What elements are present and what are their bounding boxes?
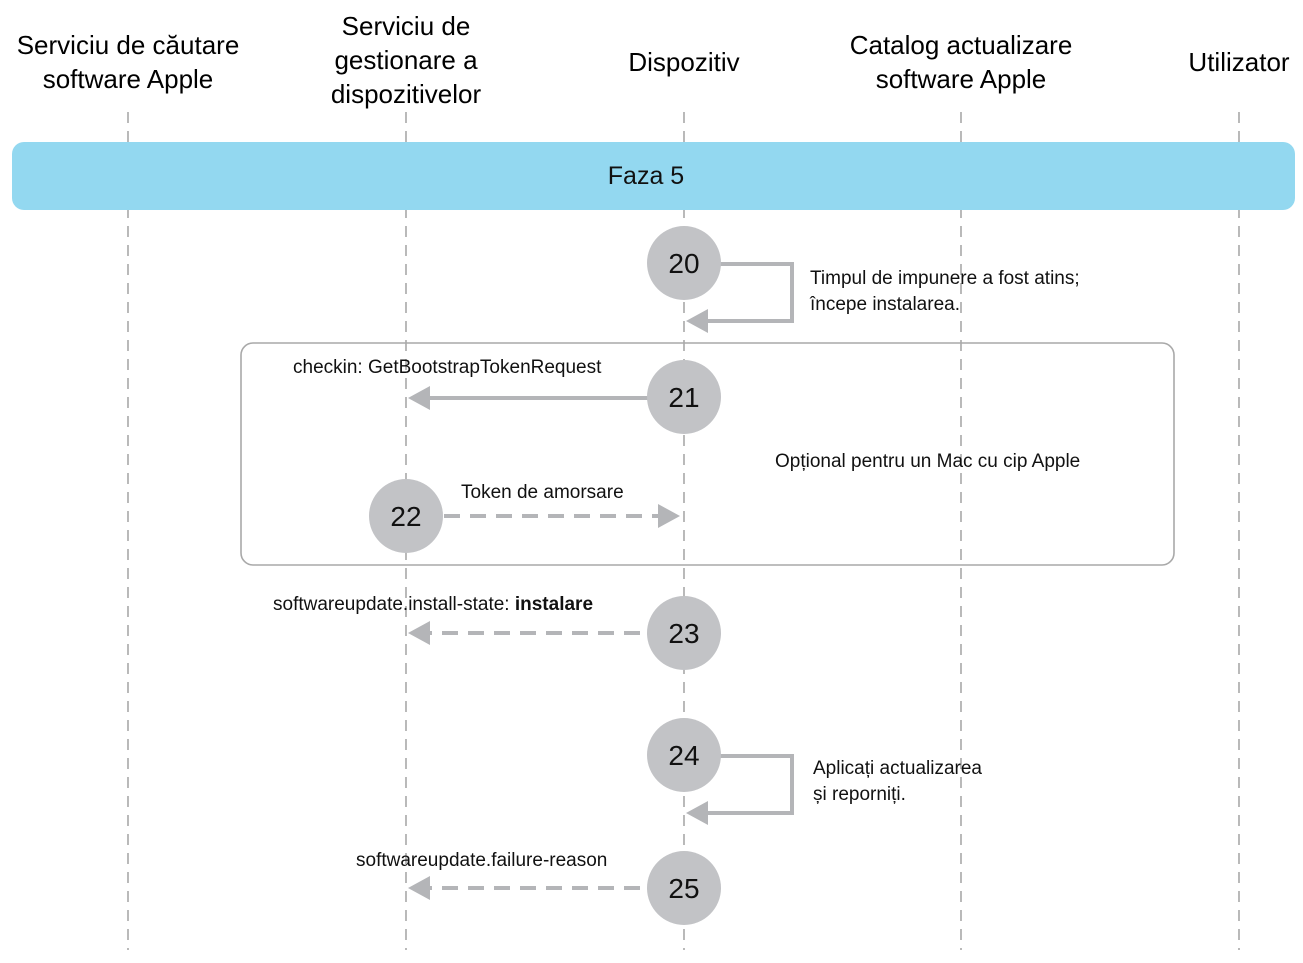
- arrowhead-23: [408, 621, 430, 645]
- lane-title-device: Dispozitiv: [628, 47, 740, 77]
- step-number: 21: [668, 382, 699, 413]
- step-23-label: softwareupdate.install-state: instalare: [273, 592, 593, 618]
- phase-bar: [12, 142, 1295, 210]
- optional-group-box: [240, 342, 1175, 566]
- lane-title-apple-lookup: Serviciu de căutare software Apple: [16, 30, 240, 94]
- arrowhead-21: [408, 386, 430, 410]
- step-circle: [647, 226, 721, 300]
- step-24-note: Aplicați actualizarea și reporniți.: [813, 758, 982, 805]
- step-22: 22: [369, 479, 443, 553]
- lane-title-user: Utilizator: [1188, 47, 1290, 77]
- self-loop-arrow-24: [704, 754, 794, 815]
- lane-title-update-catalog: Catalog actualizare software Apple: [849, 30, 1073, 94]
- step-25: 25: [647, 851, 721, 925]
- optional-group-label: Opțional pentru un Mac cu cip Apple: [775, 451, 1081, 472]
- step-circle: [369, 479, 443, 553]
- step-number: 24: [668, 740, 699, 771]
- step-24: 24: [647, 718, 721, 792]
- arrowhead-20: [686, 309, 708, 333]
- step-25-label: softwareupdate.failure-reason: [356, 850, 608, 871]
- step-circle: [647, 718, 721, 792]
- step-21-label: checkin: GetBootstrapTokenRequest: [293, 357, 602, 378]
- arrowhead-22: [658, 504, 680, 528]
- arrowhead-24: [686, 801, 708, 825]
- step-circle: [647, 596, 721, 670]
- self-loop-arrow-20: [704, 262, 794, 323]
- step-20: 20: [647, 226, 721, 300]
- step-23-label-bold: instalare: [514, 594, 594, 615]
- step-number: 20: [668, 248, 699, 279]
- step-22-label: Token de amorsare: [461, 482, 624, 503]
- arrowhead-25: [408, 876, 430, 900]
- step-circle: [647, 851, 721, 925]
- step-20-note: Timpul de impunere a fost atins; începe …: [810, 268, 1080, 315]
- step-circle: [647, 360, 721, 434]
- step-number: 25: [668, 873, 699, 904]
- step-number: 22: [390, 501, 421, 532]
- step-23-label-text: softwareupdate.install-state:: [273, 594, 515, 615]
- step-21: 21: [647, 360, 721, 434]
- step-number: 23: [668, 618, 699, 649]
- step-23: 23: [647, 596, 721, 670]
- lane-title-device-management: Serviciu de gestionare a dispozitivelor: [330, 11, 482, 109]
- phase-label: Faza 5: [607, 162, 685, 190]
